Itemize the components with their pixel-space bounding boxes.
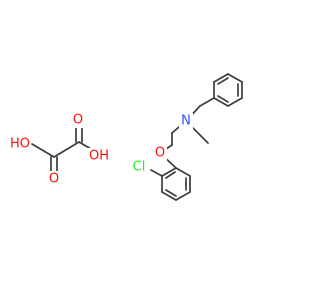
- chlorine-label: Cl: [133, 160, 146, 175]
- oxygen-ho-left-label: HO: [10, 137, 30, 152]
- nitrogen-label: N: [181, 114, 191, 129]
- atom-labels: HO O O OH N O Cl: [10, 112, 193, 187]
- benzyl-ring: [213, 73, 243, 107]
- bond-ring-ch2: [199, 97, 215, 107]
- chlorophenyl-ring: [161, 167, 191, 201]
- bond-c-oh-left: [31, 143, 55, 158]
- molecule-diagram: HO O O OH N O Cl: [10, 73, 243, 201]
- structure-svg: HO O O OH N O Cl: [10, 73, 243, 201]
- oxygen-oh-right-label: OH: [89, 149, 109, 164]
- bond-c-c: [53, 141, 80, 158]
- oxygen-top-label: O: [73, 113, 83, 128]
- oxalic-acid-fragment: [31, 126, 99, 173]
- bond-c-cl: [150, 169, 163, 177]
- oxygen-ether-label: O: [155, 146, 165, 161]
- oxygen-bottom-label: O: [49, 172, 59, 187]
- main-molecule: [150, 73, 243, 201]
